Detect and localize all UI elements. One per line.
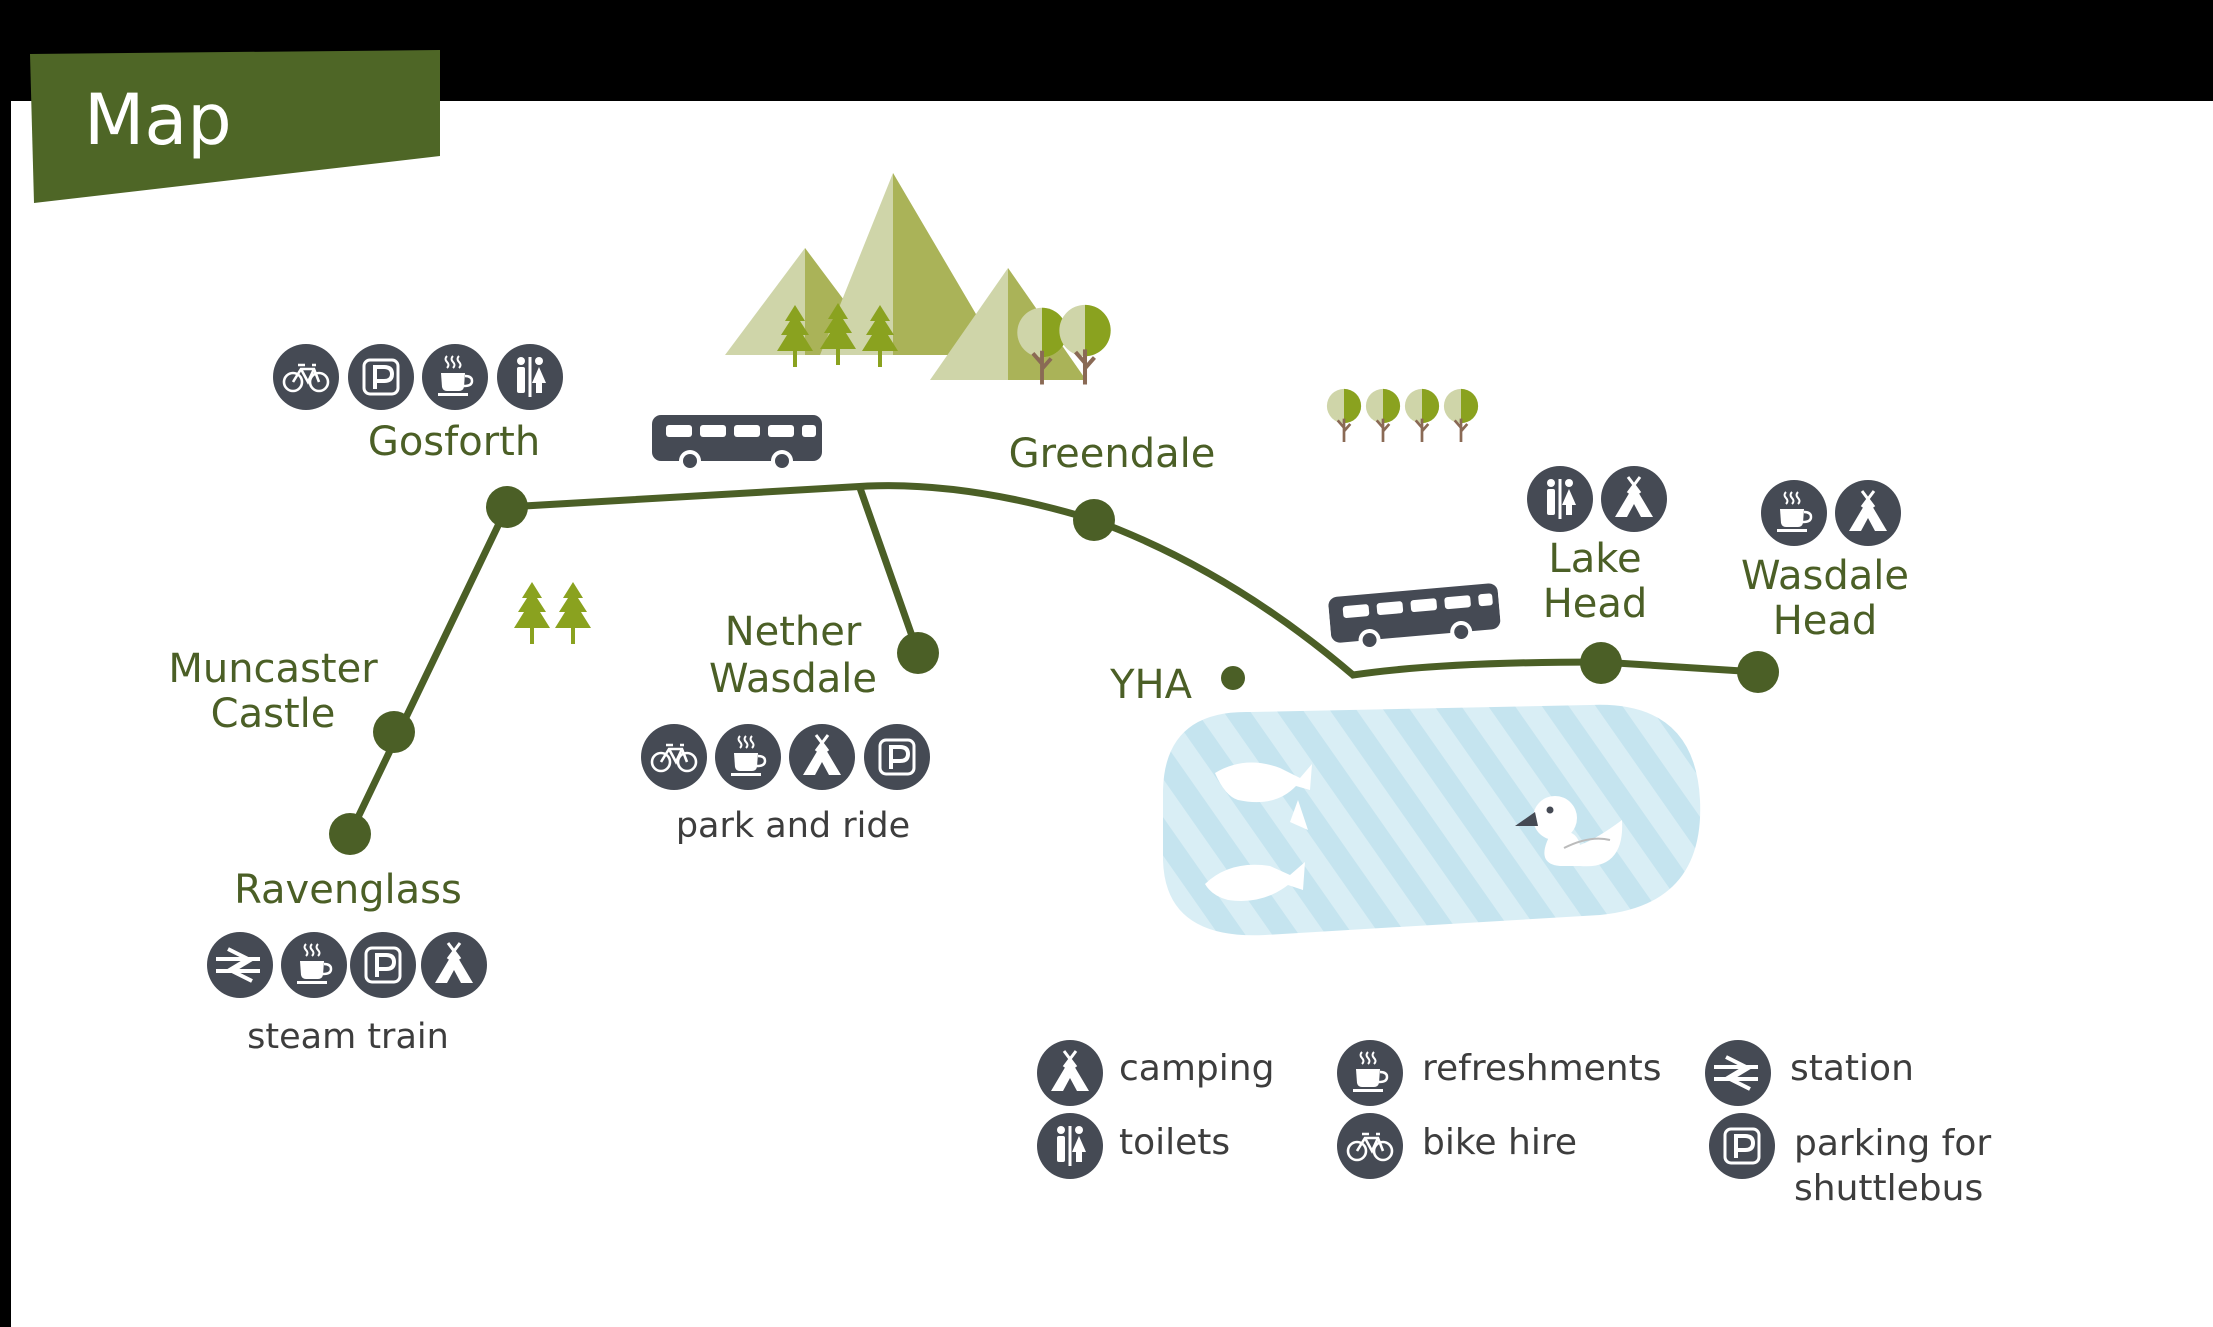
refreshments-icon (715, 724, 781, 790)
parking-icon (1709, 1113, 1775, 1179)
stop-label-head: Head (1543, 581, 1648, 627)
stop-note-ravenglass: steam train (247, 1017, 449, 1057)
legend-camping: camping (1119, 1048, 1274, 1089)
stop-marker-greendale[interactable] (1073, 499, 1115, 541)
toilets-icon (1527, 466, 1593, 532)
refreshments-icon (1337, 1040, 1403, 1106)
stop-label-yha: YHA (1109, 662, 1193, 708)
map-title: Map (84, 79, 232, 161)
stop-label-head-w: Head (1773, 598, 1878, 644)
bike-hire-icon (1337, 1113, 1403, 1179)
legend-bike-hire: bike hire (1422, 1122, 1577, 1163)
stop-marker-yha[interactable] (1221, 666, 1245, 690)
map-title-banner: Map (30, 50, 440, 203)
stop-label-wasdale-w: Wasdale (1741, 553, 1909, 599)
stop-markers (329, 486, 1779, 855)
map-panel (11, 101, 2213, 1327)
stop-label-nether: Nether (725, 609, 862, 655)
bike-hire-icon (273, 344, 339, 410)
stop-marker-muncaster-castle[interactable] (373, 711, 415, 753)
bike-hire-icon (641, 724, 707, 790)
stop-label-muncaster: Muncaster (168, 646, 378, 692)
shuttle-route (346, 482, 1762, 838)
stop-label-ravenglass: Ravenglass (234, 867, 462, 913)
legend-station: station (1790, 1048, 1914, 1089)
stop-label-greendale: Greendale (1009, 431, 1216, 477)
stop-wasdale-head: Wasdale Head (1741, 480, 1909, 644)
legend-refreshments: refreshments (1422, 1048, 1661, 1089)
camping-icon (1835, 480, 1901, 546)
stop-label-lake: Lake (1548, 536, 1641, 582)
camping-icon (1037, 1040, 1103, 1106)
toilets-icon (497, 344, 563, 410)
camping-icon (1601, 466, 1667, 532)
stop-muncaster-castle: Muncaster Castle (168, 646, 378, 737)
stop-marker-gosforth[interactable] (486, 486, 528, 528)
stop-label-wasdale: Wasdale (709, 656, 877, 702)
camping-icon (421, 932, 487, 998)
stop-gosforth: Gosforth (273, 344, 563, 465)
legend: camping toilets refreshments bike hire s… (1037, 1040, 1991, 1209)
parking-icon (348, 344, 414, 410)
stop-marker-wasdale-head[interactable] (1737, 651, 1779, 693)
station-icon (207, 932, 273, 998)
stop-label-castle: Castle (211, 691, 336, 737)
toilets-icon (1037, 1113, 1103, 1179)
stop-nether-wasdale: Nether Wasdale park and ride (641, 609, 930, 846)
fish-icon (1205, 762, 1312, 901)
stop-marker-nether-wasdale[interactable] (897, 632, 939, 674)
parking-icon (864, 724, 930, 790)
stop-marker-lake-head[interactable] (1580, 642, 1622, 684)
refreshments-icon (1761, 480, 1827, 546)
lake (1163, 704, 1701, 936)
stop-lake-head: Lake Head (1527, 466, 1667, 627)
camping-icon (789, 724, 855, 790)
stop-note-nether-wasdale: park and ride (676, 806, 910, 846)
stop-ravenglass: Ravenglass steam train (207, 867, 487, 1057)
station-icon (1705, 1040, 1771, 1106)
legend-toilets: toilets (1119, 1122, 1230, 1163)
parking-icon (350, 932, 416, 998)
duck-icon (1515, 796, 1623, 867)
legend-parking-line1: parking for (1794, 1123, 1991, 1164)
stop-label-gosforth: Gosforth (368, 419, 540, 465)
refreshments-icon (281, 932, 347, 998)
stop-marker-ravenglass[interactable] (329, 813, 371, 855)
refreshments-icon (422, 344, 488, 410)
legend-parking-line2: shuttlebus (1794, 1168, 1983, 1209)
